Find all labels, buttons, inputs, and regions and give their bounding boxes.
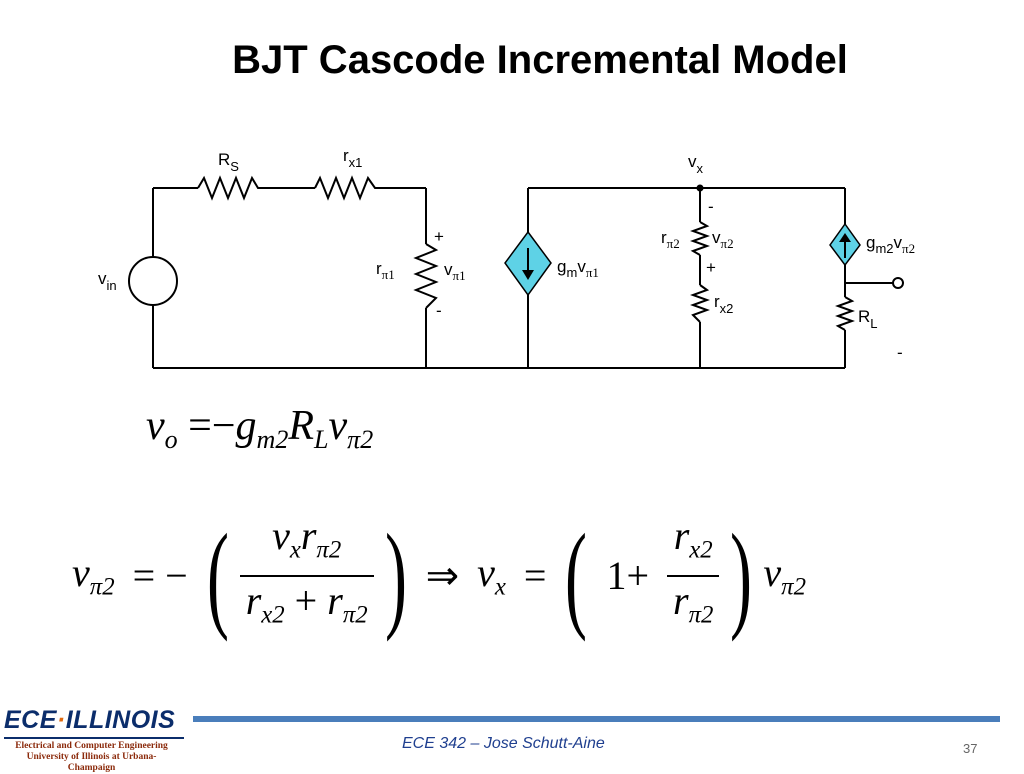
voltage-source-vin bbox=[128, 256, 178, 306]
label-rx1: rx1 bbox=[343, 146, 362, 170]
resistor-rx2 bbox=[690, 284, 710, 323]
logo-rule bbox=[4, 737, 184, 739]
ece-illinois-logo: ECE·ILLINOIS Electrical and Computer Eng… bbox=[4, 706, 194, 774]
left-paren-2: ( bbox=[565, 508, 588, 642]
resistor-rpi2 bbox=[690, 221, 710, 256]
label-gm2-vpi2: gm2vπ2 bbox=[866, 233, 915, 256]
label-vx: vx bbox=[688, 152, 704, 176]
fraction-vx-rpi2: vxrπ2 rx2 + rπ2 bbox=[239, 512, 374, 639]
circuit-wires bbox=[152, 187, 893, 369]
dependent-source-gm2 bbox=[829, 222, 861, 267]
label-vpi2-minus: - bbox=[708, 197, 714, 216]
label-vin: vin bbox=[98, 269, 117, 293]
label-rx2: rx2 bbox=[714, 292, 733, 316]
resistor-rs bbox=[197, 175, 262, 201]
logo-univ-line: University of Illinois at Urbana-Champai… bbox=[26, 752, 157, 773]
cascode-circuit-diagram: vin RS rx1 rπ1 vπ1 + - gmvπ1 vx - rπ2 vπ… bbox=[98, 146, 915, 369]
right-paren: ) bbox=[384, 508, 407, 642]
label-rs: RS bbox=[218, 150, 239, 174]
dependent-source-gm bbox=[504, 230, 552, 297]
logo-dept-line: Electrical and Computer Engineering bbox=[15, 741, 168, 751]
label-gm-vpi1: gmvπ1 bbox=[557, 257, 599, 280]
label-vpi1-minus: - bbox=[436, 301, 442, 320]
slide-title: BJT Cascode Incremental Model bbox=[232, 38, 848, 82]
right-paren-2: ) bbox=[730, 508, 753, 642]
footer-course-text: ECE 342 – Jose Schutt-Aine bbox=[402, 735, 605, 752]
footer-divider bbox=[193, 716, 1000, 722]
equation-vo: vo =−gm2RLvπ2 bbox=[146, 403, 374, 455]
label-vpi2: vπ2 bbox=[712, 228, 734, 251]
output-terminal bbox=[892, 277, 904, 289]
fraction-rx2-rpi2: rx2 rπ2 bbox=[667, 512, 720, 639]
node-vx-dot bbox=[696, 184, 704, 192]
resistor-rx1 bbox=[314, 175, 380, 201]
label-rpi2: rπ2 bbox=[661, 228, 680, 251]
resistor-rpi1 bbox=[413, 243, 439, 309]
label-vpi2-plus: + bbox=[706, 258, 716, 277]
label-vpi1: vπ1 bbox=[444, 260, 466, 283]
label-rpi1: rπ1 bbox=[376, 259, 395, 282]
label-out-minus: - bbox=[897, 343, 903, 362]
equation-vpi2: vπ2 = − ( vxrπ2 rx2 + rπ2 ) ⇒ vx = ( 1+ … bbox=[72, 508, 806, 642]
logo-wordmark: ECE·ILLINOIS bbox=[4, 706, 176, 734]
label-rl: RL bbox=[858, 307, 878, 331]
page-number: 37 bbox=[963, 741, 978, 756]
resistor-rl bbox=[835, 296, 855, 331]
left-paren: ( bbox=[206, 508, 229, 642]
label-vpi1-plus: + bbox=[434, 227, 444, 246]
